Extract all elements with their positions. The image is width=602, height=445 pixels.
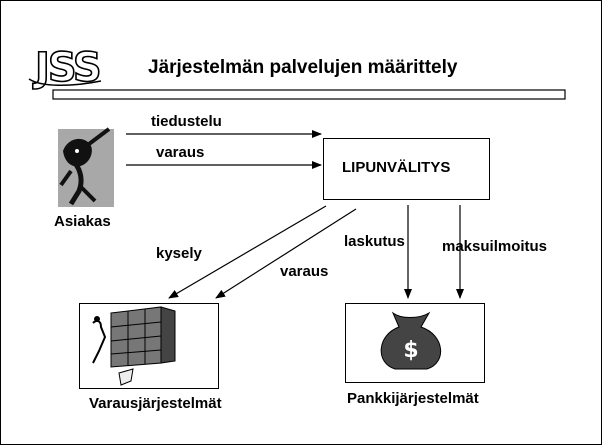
pankkijarjestelmat-box — [345, 303, 485, 383]
varausjarjestelmat-box — [79, 303, 219, 389]
title-underline-bar — [52, 89, 566, 100]
label-laskutus: laskutus — [344, 233, 405, 250]
pankkijarjestelmat-label: Pankkijärjestelmät — [347, 390, 479, 407]
arrow-kysely — [168, 205, 327, 299]
svg-text:$: $ — [403, 338, 418, 363]
filing-cabinet-icon — [92, 306, 176, 386]
varausjarjestelmat-label: Varausjärjestelmät — [89, 395, 222, 412]
money-bag-icon: $ — [380, 311, 442, 370]
lipunvalitys-box: LIPUNVÄLITYS — [323, 138, 490, 200]
label-maksuilmoitus: maksuilmoitus — [442, 238, 548, 255]
jss-logo: JSS — [28, 44, 103, 92]
label-varaus-down: varaus — [280, 263, 329, 280]
customer-figure-icon — [58, 127, 114, 207]
arrow-varaus-down — [215, 208, 357, 299]
actor-label: Asiakas — [54, 213, 111, 230]
label-varaus-top: varaus — [156, 144, 205, 161]
page-title: Järjestelmän palvelujen määrittely — [148, 57, 458, 78]
lipunvalitys-label: LIPUNVÄLITYS — [342, 159, 451, 176]
label-kysely: kysely — [156, 245, 202, 262]
label-tiedustelu: tiedustelu — [151, 113, 222, 130]
